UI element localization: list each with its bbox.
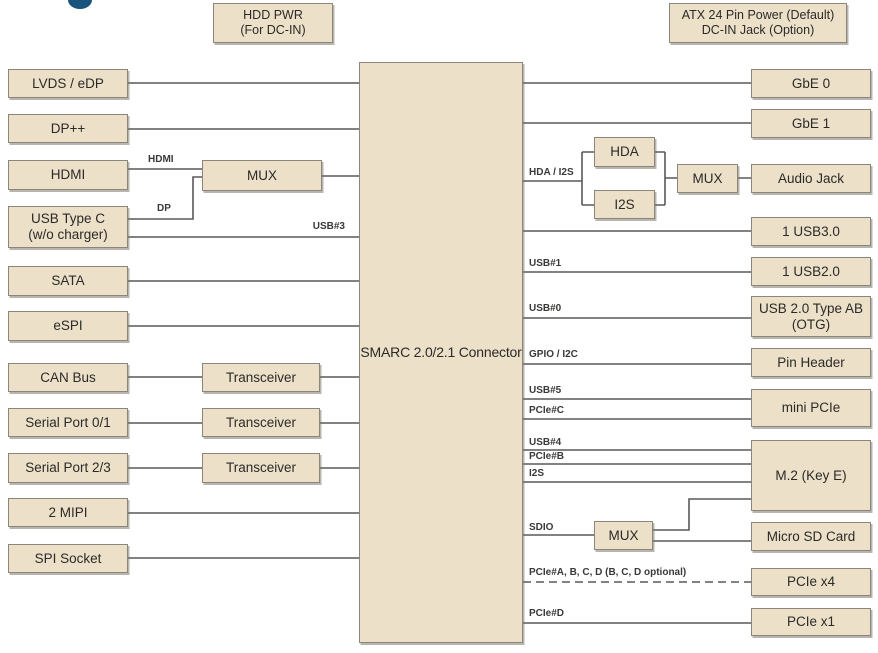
wire-label-usb3: USB#3 bbox=[312, 221, 345, 232]
block-label: M.2 (Key E) bbox=[775, 467, 847, 483]
wire-muxsd-m2 bbox=[653, 498, 751, 531]
block-label: MUX bbox=[692, 170, 723, 186]
block-label: Transceiver bbox=[225, 369, 297, 385]
block-audio-jack: Audio Jack bbox=[751, 164, 871, 193]
block-hdmi: HDMI bbox=[8, 160, 128, 190]
block-label: Pin Header bbox=[777, 354, 845, 370]
block-label: USB 2.0 Type AB bbox=[758, 300, 864, 316]
block-label: Transceiver bbox=[225, 460, 297, 476]
block-sata: SATA bbox=[8, 266, 128, 296]
block-label: Transceiver bbox=[225, 414, 297, 430]
block-label: HDMI bbox=[50, 167, 86, 183]
block-label: mini PCIe bbox=[781, 400, 841, 416]
block-i2s: I2S bbox=[594, 190, 655, 219]
wire-label-pcie-b: PCIe#B bbox=[529, 451, 565, 462]
block-label: Micro SD Card bbox=[766, 528, 856, 544]
block-label: HDA bbox=[610, 144, 639, 160]
wire-label-gpio-i2c: GPIO / I2C bbox=[529, 349, 578, 360]
block-dp-plus-plus: DP++ bbox=[8, 114, 128, 143]
block-label: GbE 0 bbox=[791, 75, 831, 91]
block-transceiver-serial01: Transceiver bbox=[202, 408, 320, 437]
block-label: GbE 1 bbox=[791, 115, 831, 131]
block-mux-audio: MUX bbox=[677, 164, 738, 193]
block-label: USB Type C bbox=[30, 211, 106, 227]
block-label: SPI Socket bbox=[34, 550, 102, 566]
block-can-bus: CAN Bus bbox=[8, 363, 128, 392]
block-label: PCIe x1 bbox=[786, 614, 836, 630]
block-gbe1: GbE 1 bbox=[751, 109, 871, 138]
wire-label-usb4: USB#4 bbox=[529, 437, 562, 448]
block-label: I2S bbox=[614, 196, 635, 212]
block-hdd-pwr: HDD PWR (For DC-IN) bbox=[213, 3, 333, 43]
block-usb20-type-ab-otg: USB 2.0 Type AB (OTG) bbox=[751, 296, 871, 337]
block-label: MUX bbox=[608, 527, 639, 543]
block-label: Serial Port 0/1 bbox=[25, 414, 111, 430]
block-label: 1 USB2.0 bbox=[782, 263, 840, 279]
block-transceiver-serial23: Transceiver bbox=[202, 453, 320, 483]
block-label: LVDS / eDP bbox=[32, 75, 104, 91]
wire-label-hda-i2s: HDA / I2S bbox=[529, 167, 574, 178]
block-label: (For DC-IN) bbox=[240, 23, 306, 37]
block-espi: eSPI bbox=[8, 311, 128, 341]
block-mux-sd: MUX bbox=[594, 521, 653, 550]
wire-label-pcie-c: PCIe#C bbox=[529, 405, 565, 416]
wire-label-hdmi: HDMI bbox=[148, 154, 174, 165]
block-label: (w/o charger) bbox=[28, 227, 108, 242]
block-mini-pcie: mini PCIe bbox=[751, 389, 871, 427]
wire-label-usb5: USB#5 bbox=[529, 385, 562, 396]
block-usb30: 1 USB3.0 bbox=[751, 217, 871, 246]
block-pcie-x4: PCIe x4 bbox=[751, 568, 871, 596]
block-2-mipi: 2 MIPI bbox=[8, 498, 128, 527]
block-label: (OTG) bbox=[791, 316, 831, 332]
block-gbe0: GbE 0 bbox=[751, 69, 871, 98]
block-pcie-x1: PCIe x1 bbox=[751, 608, 871, 636]
block-label: ATX 24 Pin Power (Default) bbox=[681, 8, 835, 23]
wire-label-pcie-abcd: PCIe#A, B, C, D (B, C, D optional) bbox=[529, 567, 687, 578]
block-label: SATA bbox=[51, 273, 85, 289]
block-lvds-edp: LVDS / eDP bbox=[8, 69, 128, 98]
block-label: Audio Jack bbox=[777, 170, 845, 186]
block-usb20: 1 USB2.0 bbox=[751, 257, 871, 286]
block-label: PCIe x4 bbox=[786, 574, 836, 590]
wire-dp bbox=[128, 176, 202, 220]
block-label: DC-IN Jack (Option) bbox=[701, 23, 815, 37]
block-label: 1 USB3.0 bbox=[782, 223, 840, 239]
block-smarc-connector: SMARC 2.0/2.1 Connector bbox=[359, 62, 523, 643]
block-pin-header: Pin Header bbox=[751, 348, 871, 377]
block-label: MUX bbox=[247, 167, 277, 183]
block-transceiver-can: Transceiver bbox=[202, 363, 320, 392]
block-mux-video: MUX bbox=[202, 160, 322, 191]
wire-label-i2s: I2S bbox=[529, 468, 545, 479]
block-hda: HDA bbox=[594, 137, 655, 167]
block-atx-power: ATX 24 Pin Power (Default) DC-IN Jack (O… bbox=[669, 3, 847, 43]
block-usb-type-c: USB Type C (w/o charger) bbox=[8, 206, 128, 248]
block-label: eSPI bbox=[53, 318, 83, 334]
wire-hda-i2s-bracket bbox=[523, 151, 751, 206]
block-label: Serial Port 2/3 bbox=[25, 460, 111, 476]
wire-label-usb1: USB#1 bbox=[529, 258, 562, 269]
wire-label-pcie-d: PCIe#D bbox=[529, 608, 565, 619]
wire-label-usb0: USB#0 bbox=[529, 303, 562, 314]
wire-label-dp: DP bbox=[157, 203, 171, 214]
block-label: CAN Bus bbox=[40, 369, 96, 385]
block-m2-key-e: M.2 (Key E) bbox=[751, 440, 871, 511]
wire-label-sdio: SDIO bbox=[529, 522, 554, 533]
cropped-heading-glyph bbox=[68, 0, 92, 9]
block-micro-sd-card: Micro SD Card bbox=[751, 522, 871, 551]
block-label: SMARC 2.0/2.1 Connector bbox=[360, 344, 522, 361]
block-label: DP++ bbox=[50, 120, 86, 136]
block-label: HDD PWR bbox=[243, 8, 303, 23]
block-serial-port-23: Serial Port 2/3 bbox=[8, 453, 128, 483]
block-serial-port-01: Serial Port 0/1 bbox=[8, 408, 128, 437]
block-spi-socket: SPI Socket bbox=[8, 544, 128, 573]
block-label: 2 MIPI bbox=[48, 504, 88, 520]
